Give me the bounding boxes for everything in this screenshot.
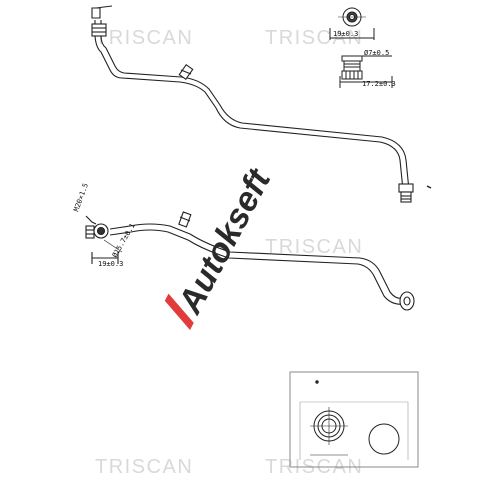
- watermark-top-right: TRISCAN: [265, 27, 363, 49]
- watermark-bottom-left: TRISCAN: [95, 456, 193, 478]
- lower-pipe: [85, 211, 415, 311]
- upper-pipe: [91, 5, 432, 203]
- dim-top-size: 19±0.3: [333, 30, 358, 38]
- svg-text:Autokseft: Autokseft: [171, 162, 279, 321]
- top-detail-view: [329, 7, 393, 88]
- logo-mark-icon: [164, 293, 194, 330]
- dim-top-length: 17.2±0.3: [362, 80, 396, 88]
- dim-mid-size: 19±0.3: [98, 260, 123, 268]
- dim-mid-thread: M20×1.5: [72, 182, 90, 212]
- fitting-icon: [178, 211, 192, 228]
- dim-mid-dia: Ø15.7±0.1: [111, 222, 137, 259]
- watermark-mid-right: TRISCAN: [265, 236, 363, 258]
- fitting-icon: [178, 64, 194, 80]
- bottom-detail-box: [289, 371, 419, 468]
- watermark-top-left: TRISCAN: [95, 27, 193, 49]
- dim-top-dia: Ø7±0.5: [364, 49, 389, 57]
- overlay-logo: Autokseft: [164, 162, 279, 330]
